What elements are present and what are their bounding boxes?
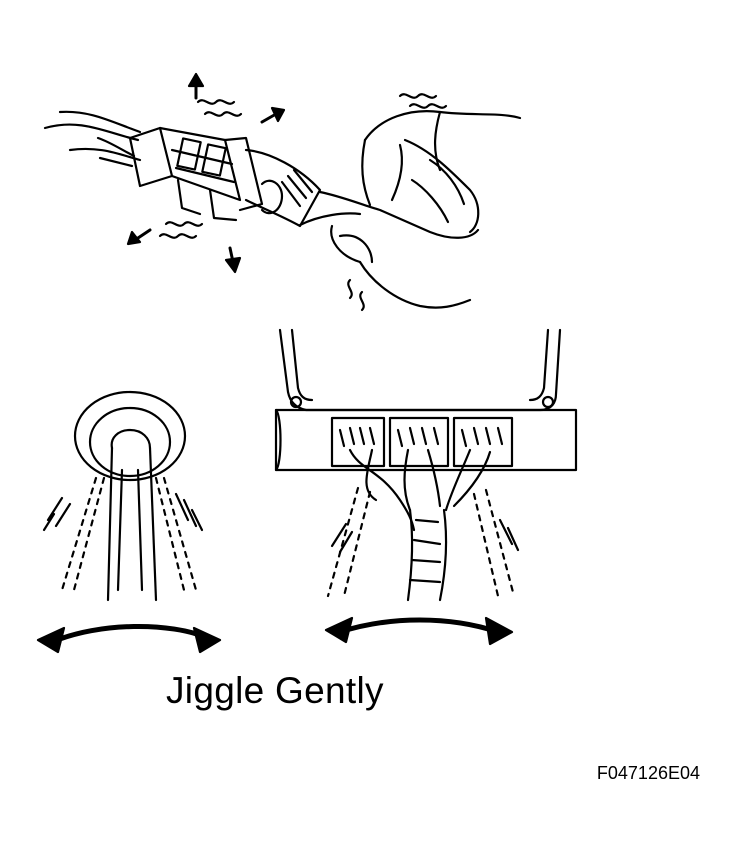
wire-bundle-icon bbox=[45, 112, 140, 166]
ecu-connector-illustration bbox=[276, 330, 576, 644]
hand-icon bbox=[300, 111, 520, 307]
wire-harness-icon bbox=[44, 430, 202, 600]
double-arrow-icon bbox=[326, 618, 512, 644]
ecu-box-icon bbox=[276, 330, 576, 470]
grommet-icon bbox=[75, 392, 185, 480]
connector-icon bbox=[130, 128, 320, 226]
connector-wiggle-illustration bbox=[45, 74, 520, 310]
connector-pins-icon bbox=[328, 418, 518, 600]
double-arrow-icon bbox=[38, 626, 220, 652]
caption: Jiggle Gently bbox=[166, 670, 384, 711]
wiggle-arrow-icon bbox=[128, 74, 446, 310]
figure-id: F047126E04 bbox=[596, 763, 700, 783]
grommet-wire-illustration bbox=[38, 392, 220, 652]
